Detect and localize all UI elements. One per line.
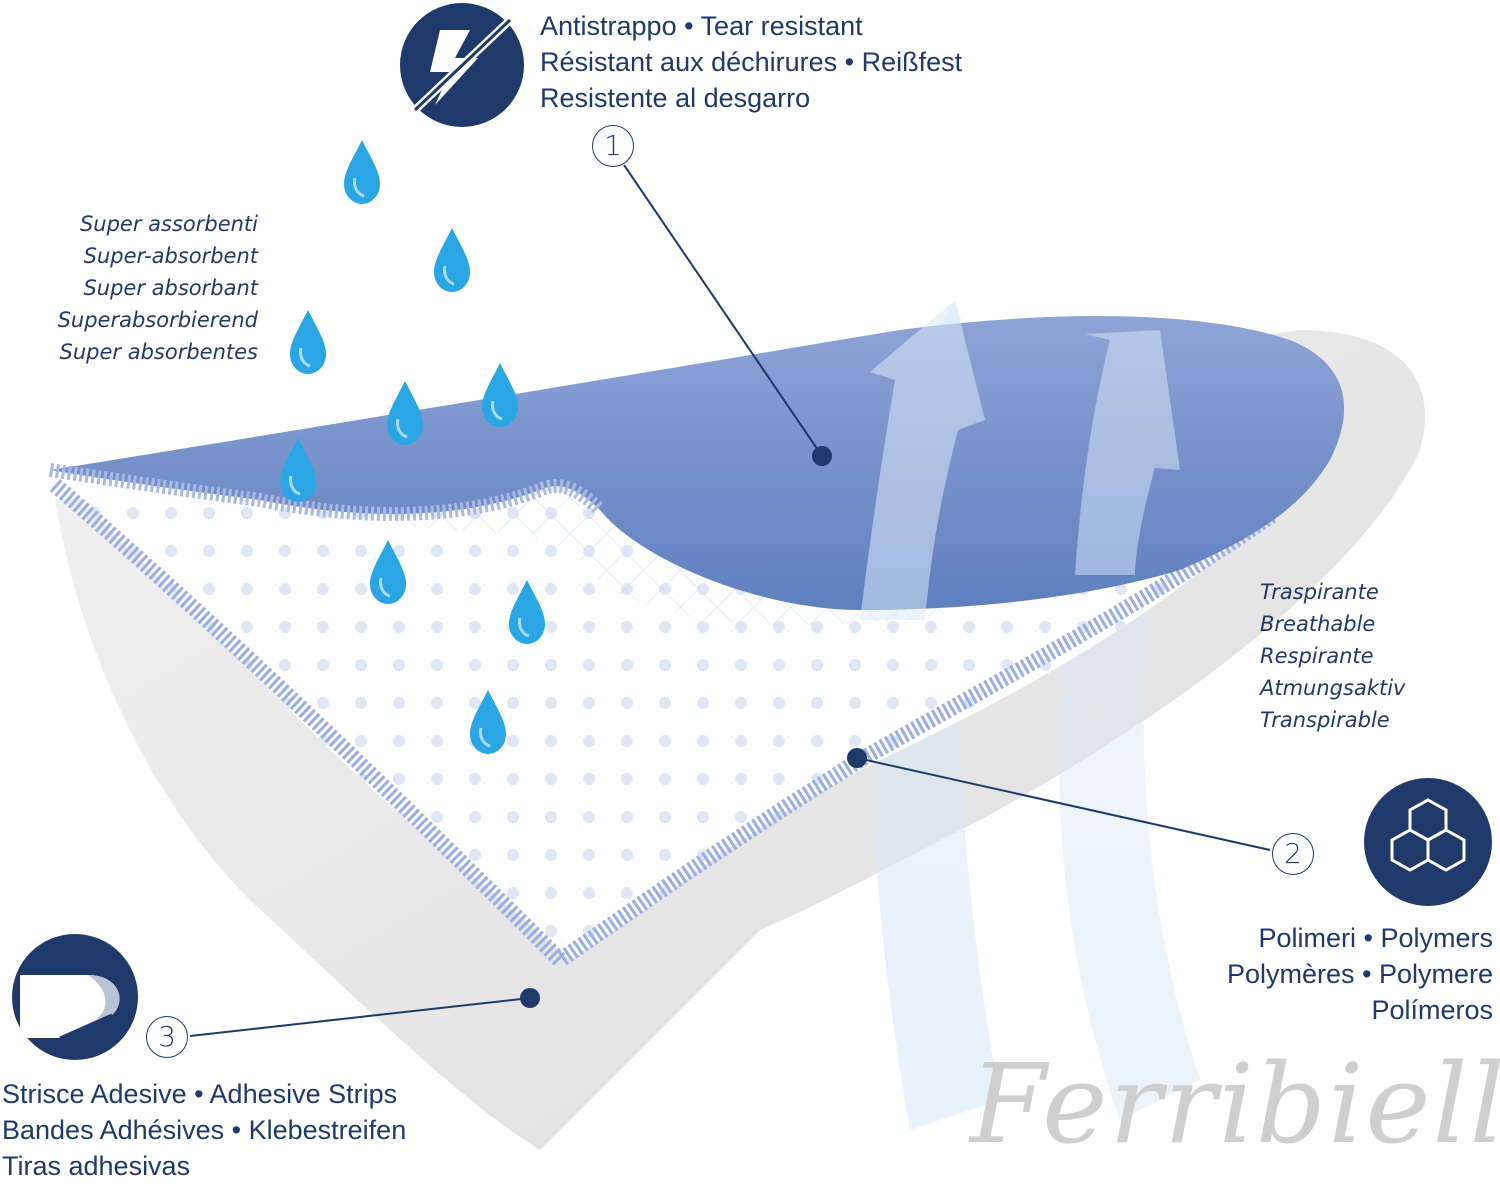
poly-line-1: Polimeri • Polymers bbox=[1258, 923, 1494, 953]
leader-dot-3 bbox=[520, 988, 540, 1008]
leader-dot-2 bbox=[847, 748, 867, 768]
callout-number-2: 2 bbox=[1272, 833, 1314, 875]
breath-line-3: Respirante bbox=[1260, 644, 1374, 668]
absorb-line-4: Superabsorbierend bbox=[57, 308, 258, 332]
leader-lines bbox=[189, 164, 1271, 1037]
airflow-arrow-front bbox=[860, 300, 985, 620]
airflow-arrow-front-2 bbox=[1075, 330, 1180, 575]
tear-line-3: Resistente al desgarro bbox=[540, 83, 811, 113]
tear-line-2: Résistant aux déchirures • Reißfest bbox=[540, 47, 963, 77]
super-absorbent-label: Super assorbenti Super-absorbent Super a… bbox=[20, 208, 258, 368]
absorb-line-1: Super assorbenti bbox=[79, 212, 258, 236]
tear-line-1: Antistrappo • Tear resistant bbox=[540, 11, 863, 41]
callout-number-3: 3 bbox=[146, 1016, 188, 1058]
breath-line-5: Transpirable bbox=[1260, 708, 1390, 732]
tear-resistant-label: Antistrappo • Tear resistant Résistant a… bbox=[540, 8, 962, 116]
strip-line-3: Tiras adhesivas bbox=[2, 1151, 191, 1181]
breath-line-2: Breathable bbox=[1260, 612, 1376, 636]
poly-line-2: Polymères • Polymere bbox=[1226, 959, 1493, 989]
absorb-line-2: Super-absorbent bbox=[83, 244, 258, 268]
absorb-line-5: Super absorbentes bbox=[59, 340, 258, 364]
callout-number-1: 1 bbox=[592, 125, 634, 167]
leader-dot-1 bbox=[812, 446, 832, 466]
poly-line-3: Polímeros bbox=[1371, 995, 1493, 1025]
strip-line-2: Bandes Adhésives • Klebestreifen bbox=[2, 1115, 407, 1145]
polymers-label: Polimeri • Polymers Polymères • Polymere… bbox=[1140, 920, 1493, 1028]
absorb-line-3: Super absorbant bbox=[83, 276, 258, 300]
breathable-label: Traspirante Breathable Respirante Atmung… bbox=[1260, 576, 1405, 736]
hexagon-molecule-icon bbox=[1364, 778, 1492, 906]
peel-strip-icon bbox=[12, 934, 138, 1060]
strip-line-1: Strisce Adesive • Adhesive Strips bbox=[2, 1079, 398, 1109]
breath-line-4: Atmungsaktiv bbox=[1260, 676, 1406, 700]
brand-logo: Ferribiella bbox=[970, 1040, 1500, 1168]
breath-line-1: Traspirante bbox=[1260, 580, 1379, 604]
adhesive-strips-label: Strisce Adesive • Adhesive Strips Bandes… bbox=[2, 1076, 406, 1184]
lightning-crossed-icon bbox=[400, 3, 524, 127]
top-layer bbox=[48, 316, 1345, 610]
